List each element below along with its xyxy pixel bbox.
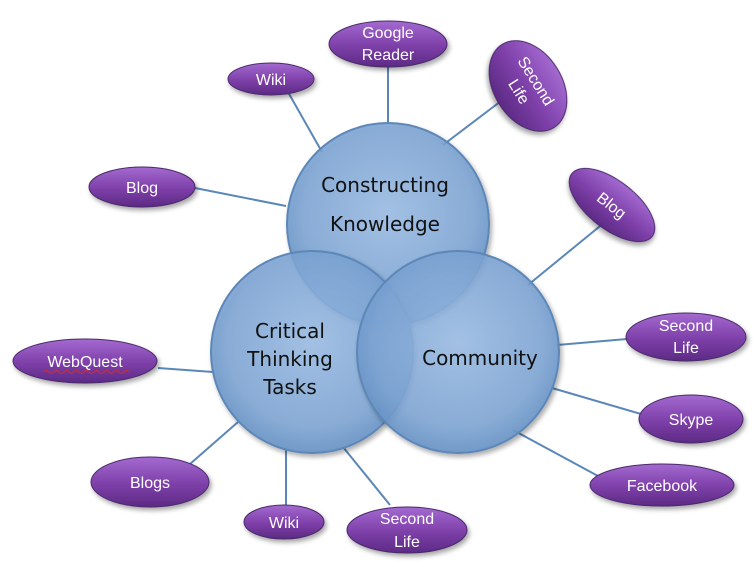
connector-skype (551, 387, 642, 415)
connector-second-life-right (556, 338, 628, 346)
connector-lines (157, 66, 642, 507)
tool-second-life-right-line1: Second (659, 318, 713, 335)
connector-second-life-top (442, 97, 506, 146)
tool-second-life-right-line2: Life (673, 340, 699, 357)
tool-facebook-label: Facebook (627, 478, 698, 495)
critical-label-line2: Thinking (246, 347, 333, 371)
tool-blog-right: Blog (568, 167, 656, 243)
tool-second-life-bottom-line1: Second (380, 511, 434, 528)
tool-second-life-top: Second Life (488, 40, 568, 132)
tool-webquest-label: WebQuest (47, 354, 123, 371)
tool-skype-label: Skype (669, 412, 714, 429)
tool-webquest: WebQuest (12, 338, 158, 384)
tool-blog-left: Blog (88, 166, 196, 208)
tool-second-life-bottom-line2: Life (394, 534, 420, 551)
connector-facebook (512, 429, 599, 477)
connector-blogs (189, 421, 239, 465)
tool-google-reader: Google Reader (328, 20, 448, 68)
tool-google-reader-line1: Google (362, 25, 414, 42)
tool-blogs: Blogs (90, 456, 210, 508)
spellcheck-underline (43, 369, 130, 375)
connector-second-life-bottom (342, 446, 391, 506)
tool-wiki-bottom: Wiki (243, 504, 325, 540)
tool-second-life-right: Second Life (625, 312, 747, 362)
connector-webquest (157, 367, 214, 373)
tool-facebook: Facebook (589, 463, 735, 507)
community-label: Community (422, 346, 538, 370)
tool-wiki-top: Wiki (227, 62, 315, 96)
tool-google-reader-line2: Reader (362, 47, 415, 64)
circle-community (356, 250, 560, 454)
tool-skype: Skype (638, 394, 744, 444)
connector-blog-left (194, 187, 287, 207)
tool-wiki-top-label: Wiki (256, 72, 286, 89)
tool-blogs-label: Blogs (130, 475, 170, 492)
tool-blog-left-label: Blog (126, 180, 158, 197)
tool-wiki-bottom-label: Wiki (269, 515, 299, 532)
critical-label-line1: Critical (255, 319, 325, 343)
constructing-label-line2: Knowledge (330, 212, 440, 236)
venn-circles (210, 122, 560, 454)
constructing-label-line1: Constructing (321, 173, 449, 197)
connector-blog-right (527, 221, 606, 286)
tool-second-life-bottom: Second Life (346, 506, 468, 554)
connector-wiki-top (287, 91, 323, 153)
critical-label-line3: Tasks (262, 375, 317, 399)
